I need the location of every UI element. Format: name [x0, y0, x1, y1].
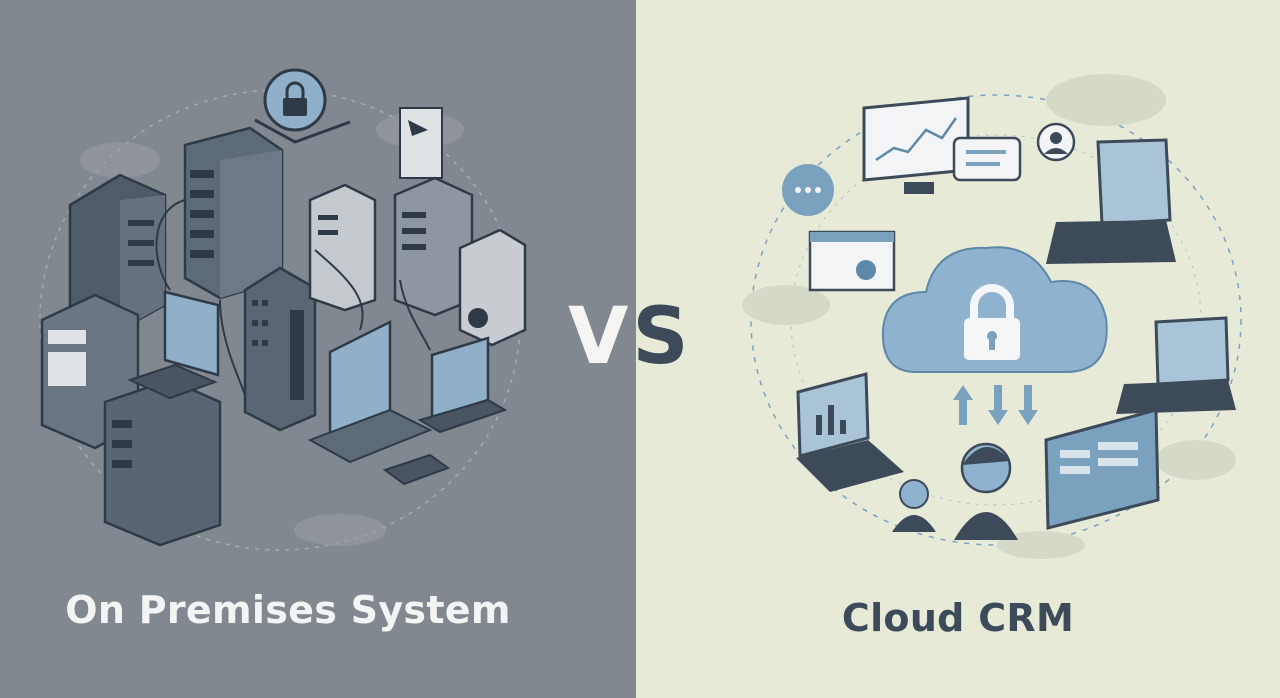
cloud-lock-icon — [881, 246, 1108, 373]
monitor-icon — [1044, 408, 1160, 530]
user-icon — [954, 442, 1018, 540]
cloud-crm-title: Cloud CRM — [841, 596, 1075, 640]
chart-monitor-icon — [862, 96, 970, 194]
on-premises-illustration — [39, 68, 527, 551]
server-rack-icon — [183, 126, 284, 300]
server-rack-icon — [243, 266, 317, 432]
lock-icon — [254, 68, 351, 144]
monitor-icon — [399, 107, 443, 179]
on-premises-panel: On Premises System — [0, 0, 636, 698]
monitor-icon — [307, 319, 433, 464]
monitor-icon — [808, 230, 896, 292]
laptop-icon — [417, 336, 508, 434]
server-rack-icon — [308, 183, 377, 312]
user-icon — [1036, 122, 1076, 162]
laptop-icon — [796, 372, 904, 492]
laptop-icon — [1116, 316, 1236, 414]
server-rack-icon — [103, 378, 222, 547]
monitor-icon — [163, 290, 220, 377]
user-icon — [892, 479, 936, 532]
on-premises-title: On Premises System — [65, 588, 511, 632]
laptop-icon — [1046, 138, 1176, 264]
cloud-crm-panel: Cloud CRM — [636, 0, 1280, 698]
cloud-crm-illustration — [742, 74, 1242, 559]
keyboard-icon — [127, 363, 218, 400]
versus-v: V — [568, 292, 633, 382]
upload-download-arrows-icon — [953, 385, 1038, 425]
chat-bubble-icon — [782, 164, 834, 216]
keyboard-icon — [382, 453, 451, 486]
versus-s: S — [632, 292, 693, 382]
versus-label: VS — [568, 298, 693, 376]
server-rack-icon — [68, 173, 167, 332]
server-rack-icon — [458, 228, 527, 347]
chat-bubble-icon — [952, 136, 1022, 182]
